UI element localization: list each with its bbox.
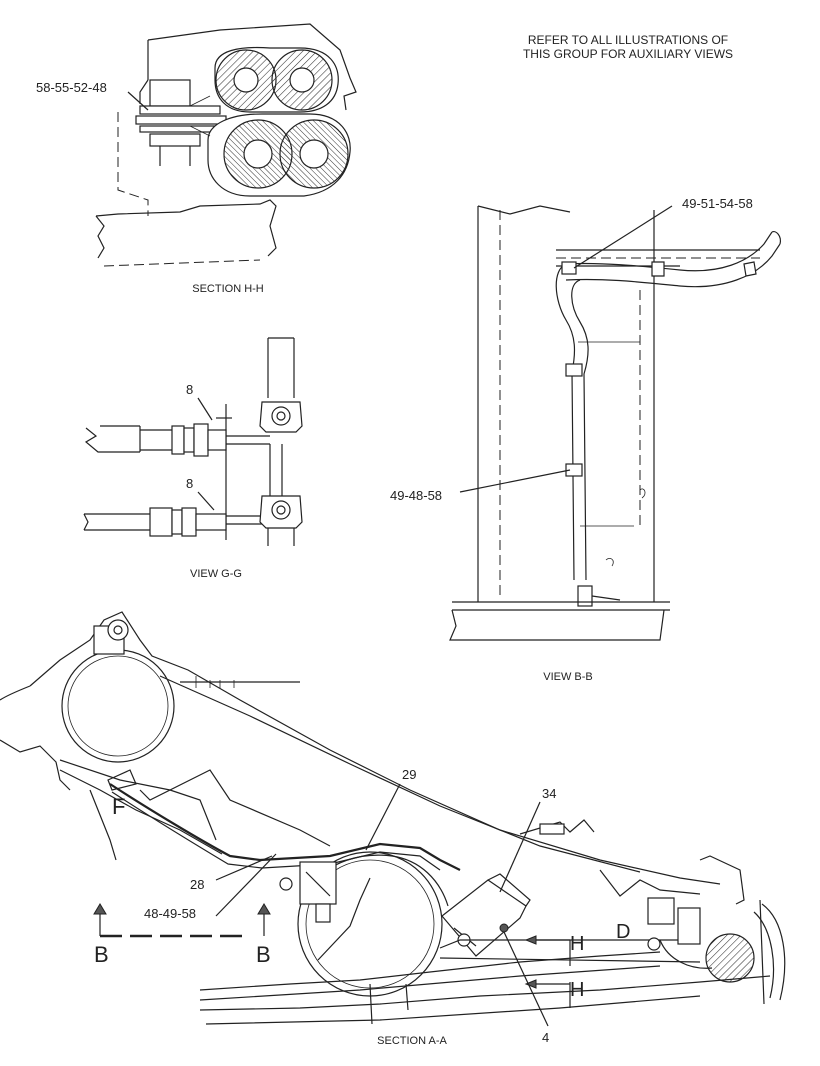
callout-8-lower: 8 [186, 476, 193, 491]
callout-49-48-58: 49-48-58 [390, 488, 442, 503]
section-aa-drawing [0, 611, 786, 1027]
callout-29: 29 [402, 767, 416, 782]
callout-48-49-58: 48-49-58 [144, 906, 196, 921]
callout-34: 34 [542, 786, 556, 801]
caption-section-hh: SECTION H-H [192, 283, 264, 295]
marker-view-d: D [616, 921, 630, 943]
marker-view-f: F [112, 794, 125, 819]
callout-49-51-54-58: 49-51-54-58 [682, 196, 753, 211]
general-note: REFER TO ALL ILLUSTRATIONS OF THIS GROUP… [523, 33, 733, 61]
section-hh-drawing [95, 23, 357, 267]
caption-view-bb: VIEW B-B [543, 671, 593, 683]
caption-view-gg: VIEW G-G [190, 568, 242, 580]
marker-section-h-upper: H [570, 933, 584, 955]
callout-8-upper: 8 [186, 382, 193, 397]
marker-section-b-left: B [94, 942, 109, 967]
view-gg-drawing [83, 337, 303, 546]
callout-28: 28 [190, 877, 204, 892]
marker-section-b-right: B [256, 942, 271, 967]
note-line-1: REFER TO ALL ILLUSTRATIONS OF [528, 33, 728, 47]
note-line-2: THIS GROUP FOR AUXILIARY VIEWS [523, 47, 733, 61]
caption-section-aa: SECTION A-A [377, 1035, 447, 1047]
view-bb-drawing [449, 205, 781, 641]
marker-section-h-lower: H [570, 979, 584, 1001]
callout-58-55-52-48: 58-55-52-48 [36, 80, 107, 95]
callout-4: 4 [542, 1030, 549, 1045]
